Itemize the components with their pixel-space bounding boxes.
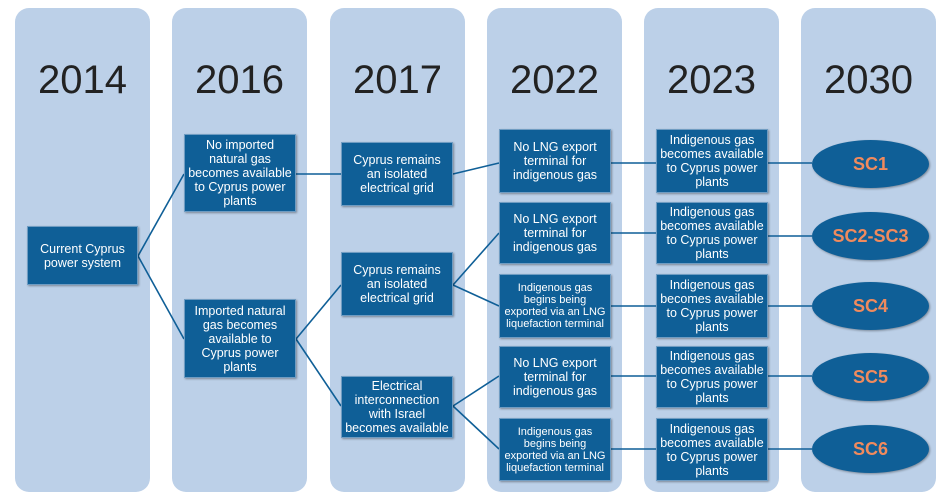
box-interconnection-israel: Electrical interconnection with Israel b…	[341, 376, 453, 438]
box-lng-export-2: Indigenous gas begins being exported via…	[499, 418, 611, 481]
connector-line	[452, 162, 500, 175]
connector-line	[295, 284, 342, 340]
box-no-lng-terminal-1: No LNG export terminal for indigenous ga…	[499, 129, 611, 193]
connector-line	[137, 255, 185, 340]
connector-line	[295, 338, 342, 407]
scenario-sc2-sc3: SC2-SC3	[812, 212, 929, 260]
scenario-sc5: SC5	[812, 353, 929, 401]
box-no-lng-terminal-2: No LNG export terminal for indigenous ga…	[499, 202, 611, 264]
column-2016: 2016	[172, 8, 307, 492]
box-imported-gas: Imported natural gas becomes available t…	[184, 299, 296, 378]
box-indigenous-gas-5: Indigenous gas becomes available to Cypr…	[656, 418, 768, 481]
box-indigenous-gas-4: Indigenous gas becomes available to Cypr…	[656, 346, 768, 408]
box-no-lng-terminal-3: No LNG export terminal for indigenous ga…	[499, 346, 611, 408]
box-isolated-grid-2: Cyprus remains an isolated electrical gr…	[341, 252, 453, 316]
box-no-imported-gas: No imported natural gas becomes availabl…	[184, 134, 296, 212]
connector-line	[452, 375, 500, 407]
connector-line	[137, 173, 185, 257]
box-indigenous-gas-1: Indigenous gas becomes available to Cypr…	[656, 129, 768, 193]
scenario-sc6: SC6	[812, 425, 929, 473]
connector-line	[452, 284, 500, 307]
year-label: 2023	[667, 58, 756, 102]
scenario-sc4: SC4	[812, 282, 929, 330]
box-lng-export-1: Indigenous gas begins being exported via…	[499, 274, 611, 338]
box-isolated-grid-1: Cyprus remains an isolated electrical gr…	[341, 142, 453, 206]
year-label: 2017	[353, 58, 442, 102]
year-label: 2022	[510, 58, 599, 102]
scenario-sc1: SC1	[812, 140, 929, 188]
box-indigenous-gas-3: Indigenous gas becomes available to Cypr…	[656, 274, 768, 338]
year-label: 2014	[38, 58, 127, 102]
box-indigenous-gas-2: Indigenous gas becomes available to Cypr…	[656, 202, 768, 264]
connector-line	[452, 232, 500, 286]
year-label: 2030	[824, 58, 913, 102]
box-current-system: Current Cyprus power system	[27, 226, 138, 285]
connector-line	[452, 405, 500, 450]
year-label: 2016	[195, 58, 284, 102]
